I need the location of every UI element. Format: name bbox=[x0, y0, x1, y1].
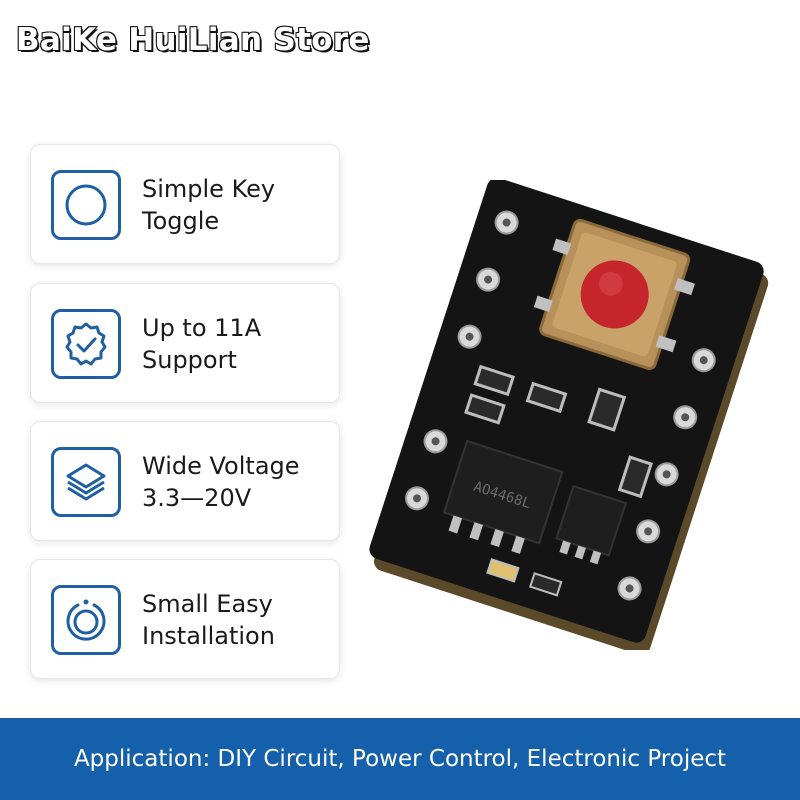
feature-line-2: Toggle bbox=[142, 207, 220, 235]
check-badge-icon bbox=[51, 309, 121, 379]
feature-line-2: Support bbox=[142, 346, 237, 374]
feature-line-1: Small Easy bbox=[142, 590, 273, 618]
feature-card-voltage: Wide Voltage 3.3—20V bbox=[30, 421, 340, 541]
feature-text: Up to 11A Support bbox=[142, 312, 332, 376]
banner-text: Application: DIY Circuit, Power Control,… bbox=[73, 746, 727, 772]
feature-card-install: Small Easy Installation bbox=[30, 559, 340, 679]
layers-icon bbox=[51, 447, 121, 517]
feature-line-1: Up to 11A bbox=[142, 314, 262, 342]
store-title: BaiKe HuiLian Store bbox=[15, 21, 370, 59]
feature-card-toggle: Simple Key Toggle bbox=[30, 144, 340, 264]
feature-text: Small Easy Installation bbox=[142, 588, 332, 652]
feature-text: Wide Voltage 3.3—20V bbox=[142, 450, 332, 514]
pcb-module-image: AO4468L bbox=[369, 180, 769, 650]
feature-line-2: Installation bbox=[142, 622, 275, 650]
feature-line-1: Simple Key bbox=[142, 175, 276, 203]
feature-line-1: Wide Voltage bbox=[142, 452, 300, 480]
application-banner: Application: DIY Circuit, Power Control,… bbox=[0, 718, 800, 800]
feature-line-2: 3.3—20V bbox=[142, 484, 252, 512]
power-ring-icon bbox=[51, 585, 121, 655]
circle-icon bbox=[51, 170, 121, 240]
feature-card-current: Up to 11A Support bbox=[30, 283, 340, 403]
feature-text: Simple Key Toggle bbox=[142, 173, 332, 237]
